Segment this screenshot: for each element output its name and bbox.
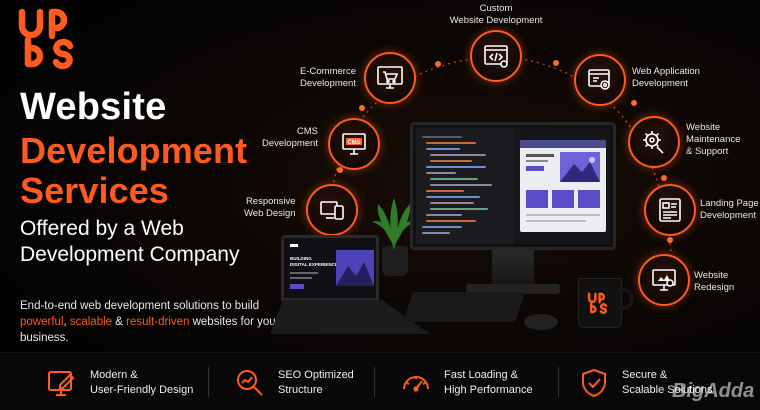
feature-divider	[374, 367, 375, 397]
feature-secure-scalable: Secure &Scalable Solutions	[578, 363, 713, 403]
gear-wrench-icon	[643, 131, 664, 154]
laptop-hero-image-icon	[336, 250, 374, 286]
shield-check-icon	[582, 368, 606, 398]
subheadline-line2: Development Company	[20, 243, 240, 266]
headline-website: Website	[20, 86, 167, 128]
landing-page-icon	[659, 198, 681, 222]
feature-divider	[208, 367, 209, 397]
web-app-gear-icon	[588, 69, 610, 90]
seo-magnifier-icon	[237, 370, 263, 396]
website-preview-pane	[520, 140, 606, 232]
branded-mug	[578, 278, 622, 328]
redesign-monitor-icon	[652, 269, 676, 291]
plant-pot	[382, 246, 408, 276]
highlight-powerful: powerful	[20, 316, 64, 328]
mug-logo	[587, 292, 608, 314]
web-application-development-node	[574, 54, 626, 106]
monitor-base	[466, 284, 560, 294]
plant-leaves-icon	[372, 198, 416, 250]
headline-development: Development	[20, 130, 248, 171]
ecommerce-development-node	[364, 52, 416, 104]
monitor-stand	[492, 250, 534, 286]
mug-handle	[618, 288, 634, 310]
speedometer-icon	[403, 376, 429, 392]
cms-development-node: CMS	[328, 118, 380, 170]
watermark: BigAdda	[672, 380, 755, 402]
monitor-screen	[416, 128, 610, 244]
custom-website-development-node	[470, 30, 522, 82]
desktop-keyboard	[403, 292, 525, 322]
mountain-image-icon	[560, 152, 600, 182]
feature-modern-design: Modern &User-Friendly Design	[46, 363, 193, 403]
svg-text:CMS: CMS	[347, 140, 360, 146]
shopping-cart-icon	[377, 66, 403, 89]
landing-page-development-node	[644, 184, 696, 236]
responsive-web-design-node	[306, 184, 358, 236]
website-redesign-node	[638, 254, 690, 306]
features-bar: Modern &User-Friendly Design SEO Optimiz…	[0, 352, 760, 410]
cms-monitor-icon: CMS	[342, 133, 366, 155]
design-pen-icon	[48, 371, 75, 396]
responsive-devices-icon	[320, 201, 344, 220]
hero-description: End-to-end web development solutions to …	[20, 300, 280, 344]
feature-divider	[558, 367, 559, 397]
headline-services: Services	[20, 170, 169, 211]
desktop-monitor	[410, 122, 616, 250]
feature-fast-loading: Fast Loading &High Performance	[400, 363, 533, 403]
code-window-icon	[484, 45, 508, 68]
highlight-result-driven: result-driven	[126, 316, 190, 328]
highlight-scalable: scalable	[69, 316, 113, 328]
website-maintenance-node	[628, 116, 680, 168]
upbs-logo	[18, 8, 74, 70]
code-editor-pane	[416, 128, 514, 244]
subheadline-line1: Offered by a Web	[20, 217, 184, 240]
computer-mouse	[524, 314, 558, 330]
